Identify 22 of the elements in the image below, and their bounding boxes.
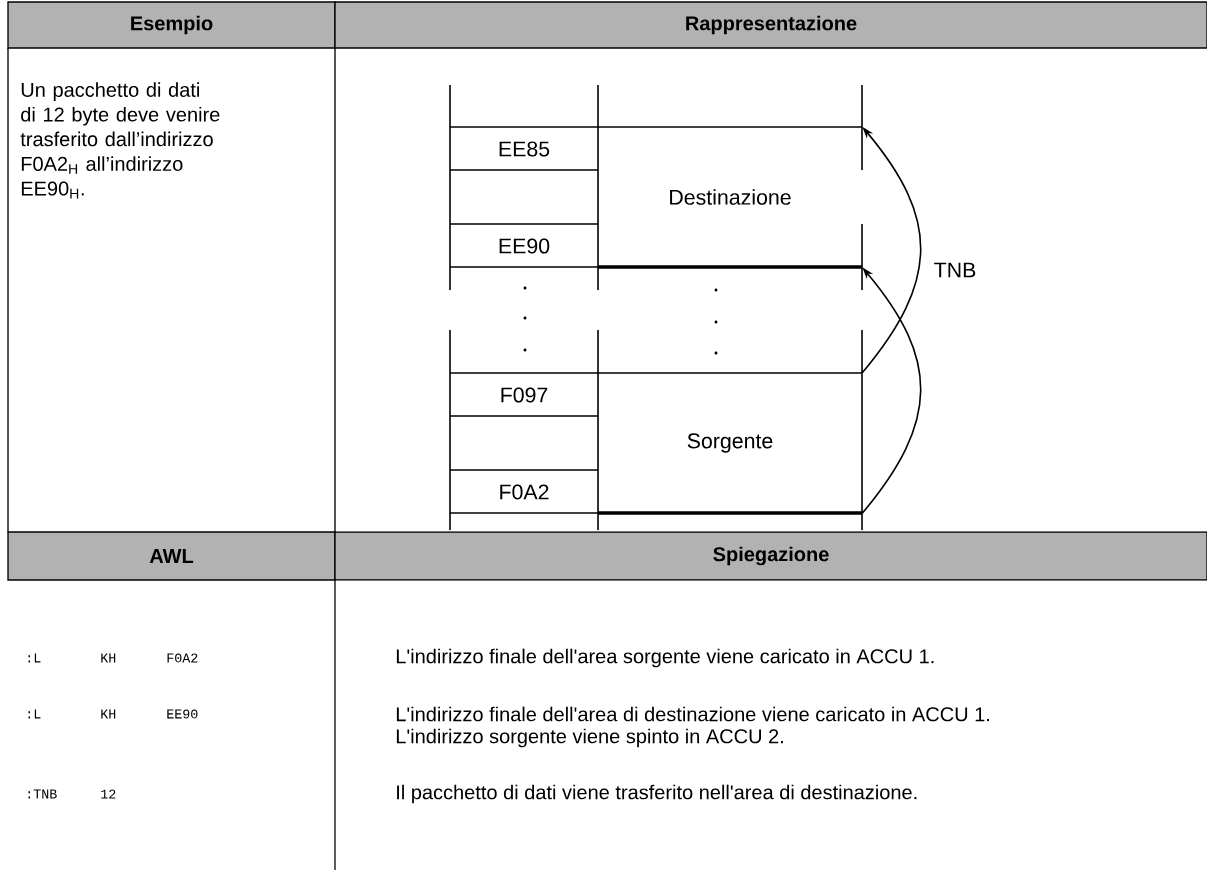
code-text: :L [28,709,41,719]
description-text: Un pacchetto di dati di 12 byte deve venire trasferito dall’indirizzo F0A2$_{H}$ all’indirizzo EE90$_{H}$. [20,82,220,199]
code-text: EE90 [167,709,198,719]
code-text: :TNB [28,789,57,799]
code-text: KH [101,709,116,719]
memory-cell: EE90 [499,238,550,254]
header-band: AWL [7,531,336,581]
memory-area: Destinazione [597,126,863,269]
memory-cell: F0A2 [500,484,549,500]
explanation-text: L'indirizzo sorgente viene spinto in ACCU 2. [396,728,783,748]
code-text: KH [101,653,116,663]
memory-cell: EE85 [499,141,550,157]
instruction-label: TNB [934,262,976,278]
explanation-text: L'indirizzo finale dell'area sorgente viene caricato in ACCU 1. [396,648,934,668]
code-text: F0A2 [167,653,198,663]
code-text: :L [28,653,41,663]
header-band: Esempio [7,1,336,49]
code-text: 12 [101,789,116,799]
memory-area: Sorgente [597,372,863,515]
explanation-text: L'indirizzo finale dell'area di destinazione viene caricato in ACCU 1. [396,706,990,722]
explanation-text: Il pacchetto di dati viene trasferito nell'area di destinazione. [397,784,917,804]
memory-cell: F097 [501,387,548,403]
